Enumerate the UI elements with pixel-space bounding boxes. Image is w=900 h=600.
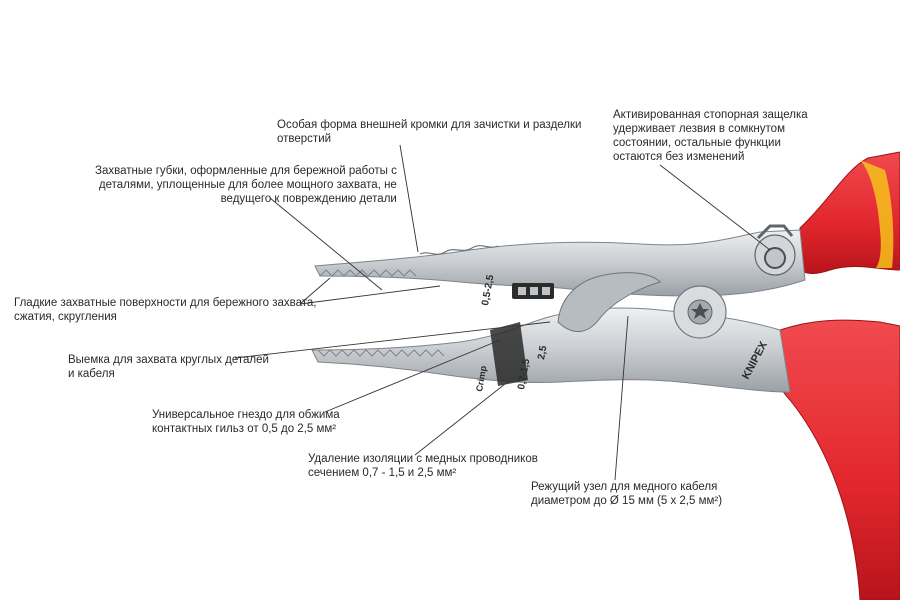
callout-crimp-socket: Универсальное гнездо для обжима контактн… (152, 409, 340, 435)
callout-gripping-jaws: Захватные губки, оформленные для бережно… (95, 165, 397, 205)
callout-stripping: Удаление изоляции с медных проводников с… (308, 453, 538, 479)
latch (754, 224, 796, 276)
crimp-socket (490, 322, 528, 386)
upper-range-marking: 0,5-2,5 (480, 274, 496, 307)
cutter-blade (557, 272, 661, 332)
leader-cutter (614, 315, 629, 481)
leader-crimp-socket (324, 339, 501, 413)
callout-latch: Активированная стопорная защелка удержив… (613, 109, 808, 163)
leader-stripping (414, 379, 511, 456)
strip-size-marking: 2,5 (536, 344, 549, 360)
leader-smooth-surfaces-b (299, 285, 441, 305)
leader-lines (234, 144, 771, 481)
callout-smooth-surfaces: Гладкие захватные поверхности для бережн… (14, 297, 317, 323)
upper-jaw (314, 229, 806, 299)
leader-smooth-surfaces-a (299, 277, 331, 305)
crimp-marking: Crimp (474, 365, 488, 393)
lower-jaw (311, 307, 791, 393)
lower-handle (772, 319, 900, 600)
leader-gripping-jaws (269, 197, 383, 291)
leader-outer-edge (399, 144, 419, 253)
callout-round-recess: Выемка для захвата круглых деталей и каб… (68, 354, 269, 380)
strip-range-marking: 0,7-1,5 (516, 358, 532, 391)
callout-outer-edge: Особая форма внешней кромки для зачистки… (277, 119, 582, 145)
leader-latch (659, 164, 771, 251)
upper-handle (797, 151, 900, 274)
leader-round-recess (234, 321, 551, 359)
callout-cutter: Режущий узел для медного кабеля диаметро… (531, 481, 723, 507)
handle-yellow-stripe (860, 160, 894, 268)
pivot-screw (673, 285, 727, 339)
